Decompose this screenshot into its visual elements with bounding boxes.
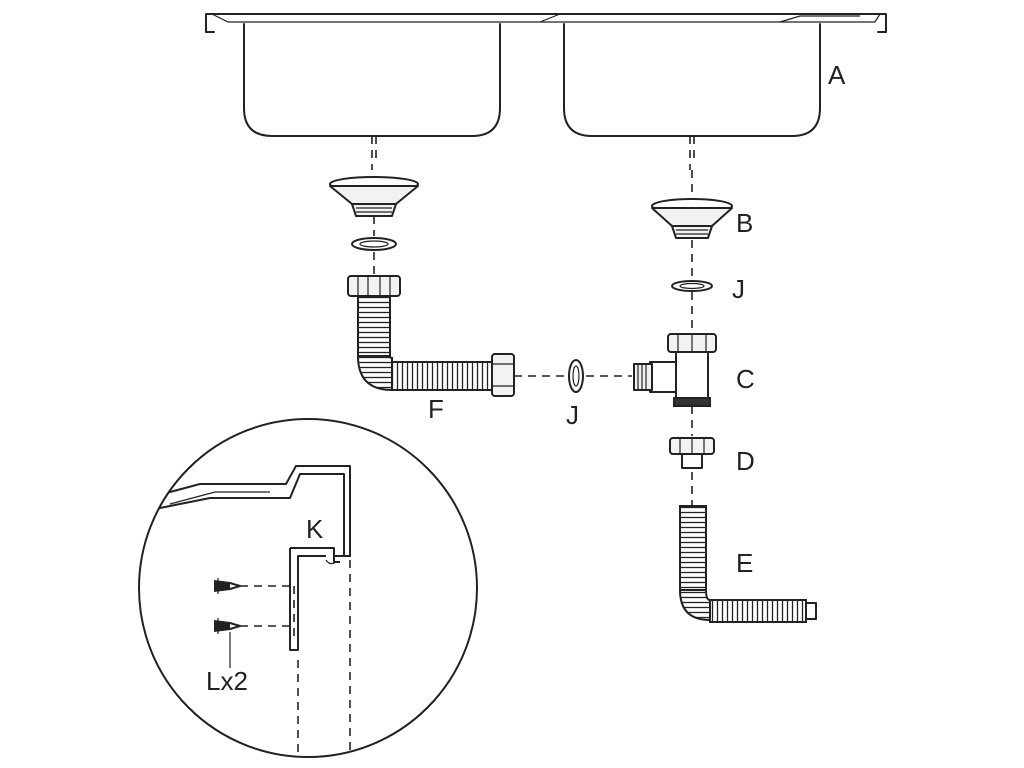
sink-unit (205, 13, 887, 170)
nut-d (669, 437, 715, 469)
label-c: C (736, 364, 755, 394)
label-f: F (428, 394, 444, 424)
screw-upper (214, 578, 241, 594)
label-j-upper: J (732, 274, 745, 304)
left-washer (351, 237, 397, 251)
drain-hose-e (678, 505, 817, 623)
right-strainer-b (651, 198, 733, 239)
flex-pipe-f (347, 275, 515, 397)
detail-circle (138, 418, 478, 758)
left-strainer (329, 176, 419, 217)
label-d: D (736, 446, 755, 476)
lower-washer-j (568, 359, 584, 393)
tee-connector-c (633, 333, 717, 407)
label-a: A (828, 60, 846, 90)
label-b: B (736, 208, 753, 238)
screw-lower (214, 618, 241, 634)
label-e: E (736, 548, 753, 578)
label-k: K (306, 514, 324, 544)
upper-washer-j (671, 280, 713, 292)
label-lx2: Lx2 (206, 666, 248, 696)
label-j-lower: J (566, 400, 579, 430)
